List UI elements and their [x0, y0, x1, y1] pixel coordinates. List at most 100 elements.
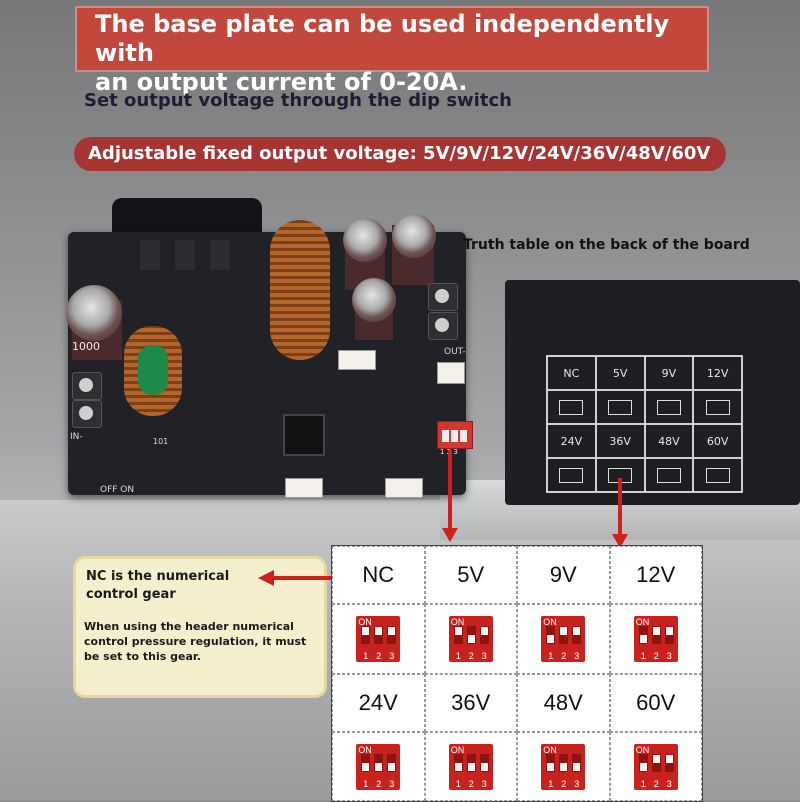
truth-table-cell: 60V [609, 674, 702, 732]
dip-switch-number: 2 [561, 651, 567, 661]
back-table-label: 9V [644, 356, 694, 390]
dip-switch-number: 1 [363, 778, 369, 789]
dip-switch-knob [665, 627, 673, 635]
truth-table-cell: 48V [517, 674, 610, 732]
connector [285, 478, 323, 498]
input-terminal [72, 400, 102, 428]
dip-switch-1 [638, 753, 648, 772]
dip-on-label: ON [450, 744, 465, 755]
back-table-label: 24V [547, 424, 596, 458]
dip-switch-number: 1 [548, 651, 554, 661]
back-table-label: NC [547, 356, 596, 390]
dip-switch-number: 1 [455, 651, 461, 661]
back-table-dip-cell [595, 390, 645, 424]
dip-switch-knob [480, 762, 488, 771]
dip-switch-number: 1 [548, 778, 554, 789]
back-dip-icon [656, 467, 681, 483]
heatsink-fin [210, 240, 230, 270]
arrow-head [442, 528, 458, 542]
dip-switch-2 [374, 753, 384, 772]
voltage-options-pill: Adjustable fixed output voltage: 5V/9V/1… [74, 137, 726, 171]
back-dip-icon [559, 399, 584, 415]
truth-table-title: Truth table on the back of the board [463, 237, 750, 253]
dip-switch-number: 3 [666, 651, 672, 661]
dip-switch-number: 2 [376, 651, 382, 661]
board-dip-switch[interactable] [437, 421, 473, 449]
toroid-inductor [270, 220, 330, 360]
dip-switch-knob [573, 627, 581, 635]
voltage-label: 36V [451, 690, 491, 715]
subtitle: Set output voltage through the dip switc… [84, 90, 512, 111]
dip-switch-number: 2 [653, 651, 659, 661]
back-table-label: 5V [595, 356, 645, 390]
dip-switch-1 [453, 626, 463, 644]
connector [385, 478, 423, 498]
dip-switch-knob [652, 754, 660, 763]
dip-switch-knob [639, 762, 647, 771]
dip-switch-number: 3 [389, 651, 395, 661]
dip-switch-number: 2 [376, 778, 382, 789]
dip-switch-number: 2 [561, 778, 567, 789]
dip-switch-2 [466, 753, 476, 772]
controller-chip [283, 414, 325, 456]
capacitor-top [343, 218, 387, 262]
dip-switch-3 [572, 753, 582, 772]
dip-switch-number: 2 [468, 778, 474, 789]
capacitor-top [392, 214, 436, 258]
capacitor-top [66, 285, 122, 341]
output-terminal [428, 312, 458, 340]
dip-switch-2 [651, 626, 661, 644]
voltage-label: NC [362, 562, 395, 587]
arrow-line [618, 478, 622, 536]
dip-switch-knob [388, 762, 396, 771]
back-of-board [505, 280, 800, 505]
dip-on-label: ON [543, 617, 557, 627]
dip-switch-knob [665, 754, 673, 763]
output-terminal [428, 283, 458, 311]
dip-switch-knob [639, 635, 647, 643]
headline-banner: The base plate can be used independently… [75, 6, 709, 96]
dip-on-label: ON [358, 744, 372, 755]
dip-switch-knob [362, 762, 370, 771]
dip-switch-knob [362, 627, 370, 635]
dip-switch-knob [375, 627, 383, 635]
chip-label: 101 [153, 437, 169, 446]
callout-arrow-line [273, 576, 349, 580]
dip-on-label: ON [450, 617, 465, 627]
voltage-label: 24V [358, 690, 398, 715]
truth-table-cell: 24V [332, 674, 425, 732]
dip-switch-number: 3 [481, 778, 487, 789]
back-dip-icon [705, 399, 730, 415]
dip-switch-3 [572, 626, 582, 644]
dip-switch-knob [560, 762, 568, 771]
back-table-label: 36V [595, 424, 645, 458]
voltage-label: 60V [636, 690, 676, 715]
dip-switch-number: 3 [574, 651, 580, 661]
dip-on-label: ON [358, 617, 372, 627]
dip-switch-number: 2 [468, 651, 474, 661]
heatsink-fin [175, 240, 195, 270]
dip-switch-knob [480, 627, 488, 635]
dip-switch-knob [467, 635, 475, 643]
dip-switch-number: 3 [574, 778, 580, 789]
dip-switch-knob [547, 762, 555, 771]
back-table-dip-cell [644, 390, 694, 424]
dip-switch-2 [559, 753, 569, 772]
headline-line-2: an output current of 0-20A. [95, 68, 468, 96]
inductor-core [138, 345, 168, 395]
dip-switch-knob [573, 762, 581, 771]
dip-switch-knob [388, 627, 396, 635]
back-table-dip-cell [693, 390, 742, 424]
dip-switch-2 [374, 626, 384, 644]
dip-switch-3 [479, 753, 489, 772]
